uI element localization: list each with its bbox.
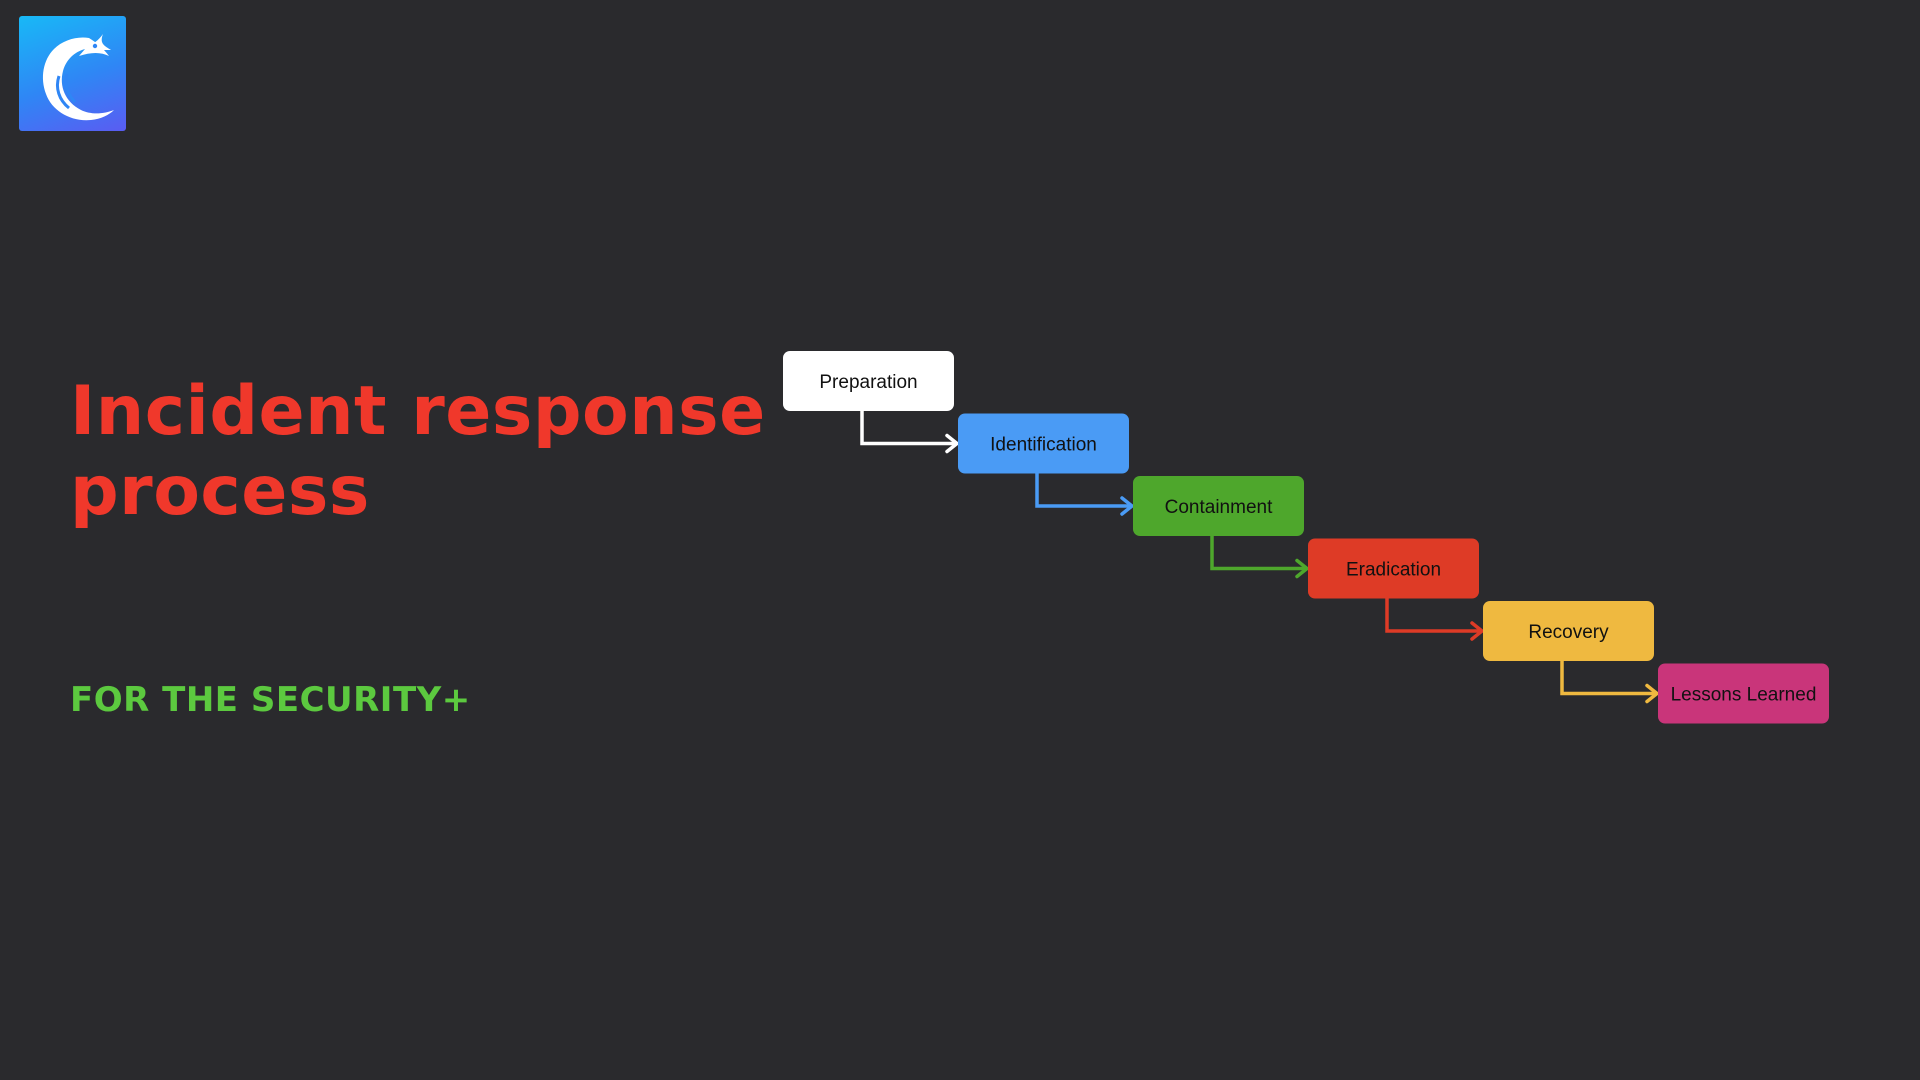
process-step-6: Lessons Learned	[1658, 663, 1829, 724]
connector-arrow	[1385, 598, 1484, 641]
slide-title: Incident response process	[70, 372, 766, 531]
eagle-head-logo-icon	[42, 34, 114, 121]
process-step-box	[1483, 601, 1654, 661]
arrowhead-icon	[1120, 496, 1134, 516]
process-step-box	[1658, 663, 1829, 724]
connector-line	[1035, 473, 1132, 508]
connector-line	[860, 411, 957, 446]
process-step-box	[783, 351, 954, 411]
process-step-label: Lessons Learned	[1671, 685, 1817, 706]
process-step-2: Identification	[958, 413, 1129, 474]
process-step-5: Recovery	[1483, 601, 1654, 661]
process-step-label: Recovery	[1528, 622, 1609, 643]
logo	[19, 16, 126, 131]
connector-line	[1385, 598, 1482, 633]
arrowhead-icon	[945, 433, 959, 454]
connector-line	[1210, 536, 1307, 571]
connector-arrow	[1035, 473, 1134, 516]
connector-arrow	[860, 411, 959, 454]
arrowhead-icon	[1645, 683, 1659, 704]
process-step-box	[1308, 538, 1479, 599]
arrowhead-icon	[1470, 621, 1484, 641]
arrowhead-icon	[1295, 558, 1309, 579]
process-step-3: Containment	[1133, 476, 1304, 536]
process-step-box	[1133, 476, 1304, 536]
connector-line	[1560, 661, 1657, 696]
process-step-box	[958, 413, 1129, 474]
process-step-label: Containment	[1165, 497, 1273, 518]
process-step-label: Preparation	[819, 372, 917, 393]
process-step-label: Identification	[990, 435, 1097, 456]
slide-subtitle: FOR THE SECURITY+	[70, 680, 471, 720]
connector-arrow	[1560, 661, 1659, 704]
process-step-1: Preparation	[783, 351, 954, 411]
connector-arrow	[1210, 536, 1309, 579]
process-step-label: Eradication	[1346, 560, 1441, 581]
process-step-4: Eradication	[1308, 538, 1479, 599]
